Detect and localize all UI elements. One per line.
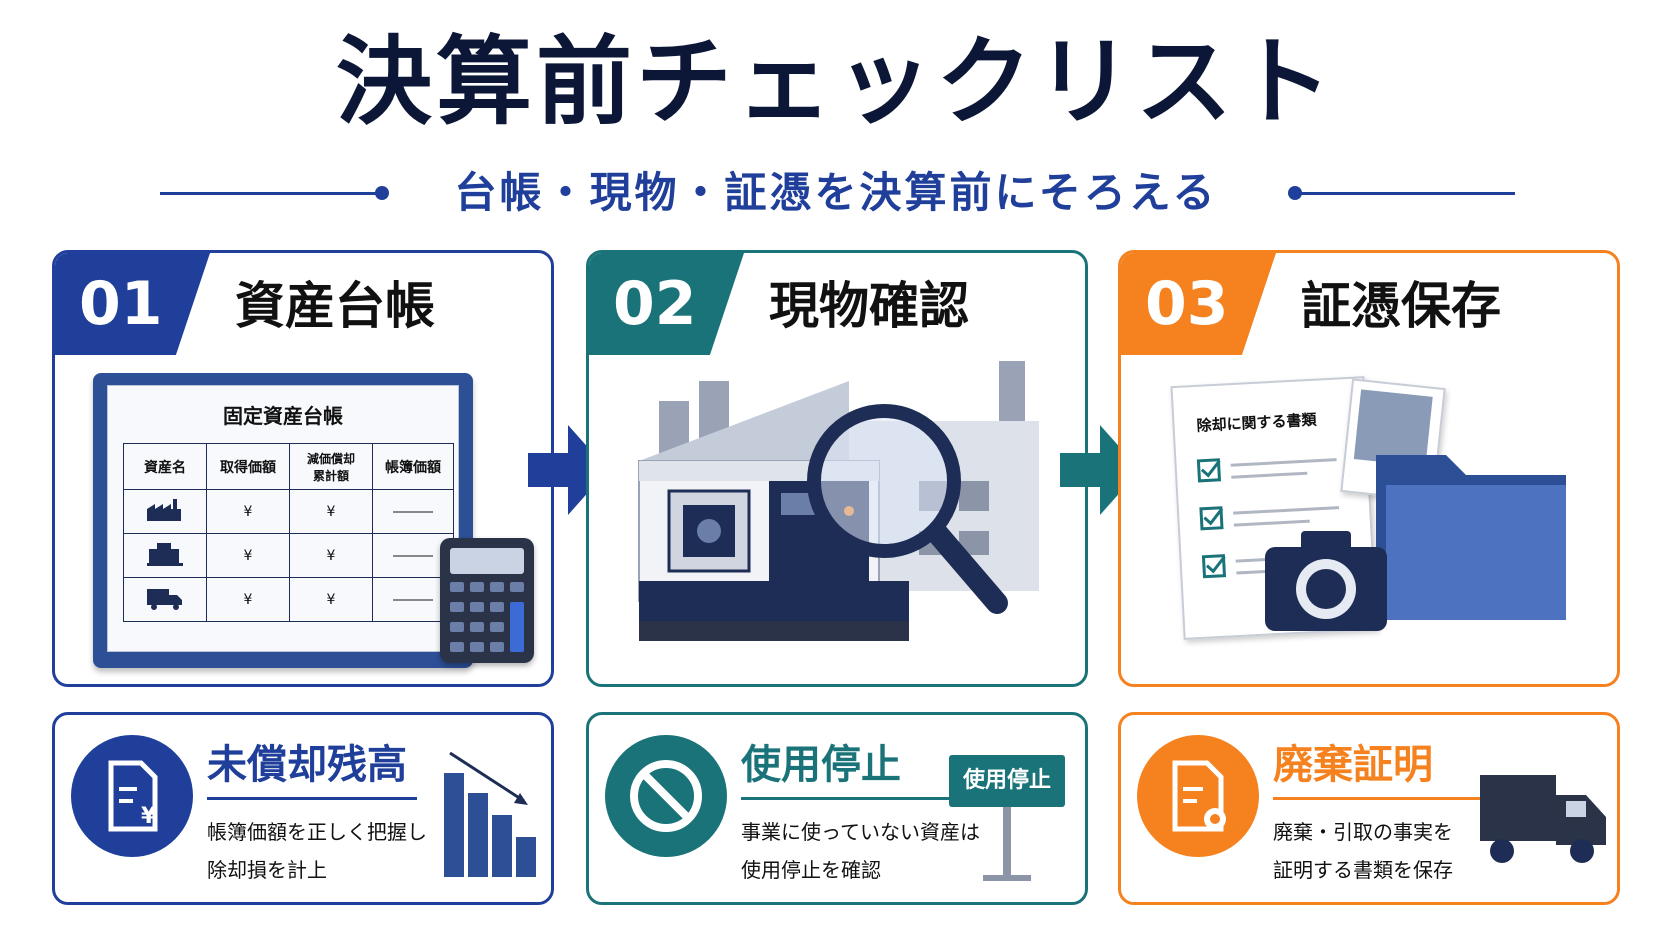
sign-post	[1003, 807, 1011, 877]
machine-icon	[123, 533, 207, 578]
step-card-ledger: 01 資産台帳 固定資産台帳 資産名 取得価額 減価償却 累計額 帳簿価額 ¥ …	[52, 250, 554, 687]
suspension-sign: 使用停止	[949, 755, 1065, 807]
step-heading: 現物確認	[769, 277, 969, 335]
step-card-inspection: 02 現物確認	[586, 250, 1088, 687]
subtitle-line-left	[160, 192, 380, 195]
ledger-cell-acq: ¥	[206, 577, 290, 622]
ledger-col-asset: 資産名	[123, 443, 207, 490]
truck-icon	[1480, 775, 1606, 863]
step-heading: 証憑保存	[1301, 277, 1501, 335]
point-title: 使用停止	[741, 742, 901, 788]
point-divider	[1273, 797, 1483, 800]
ledger-table: 資産名 取得価額 減価償却 累計額 帳簿価額 ¥ ¥ ¥ ¥ ¥ ¥	[123, 443, 454, 622]
ledger-cell-dep: ¥	[289, 533, 373, 578]
point-divider	[741, 797, 951, 800]
table-row: ¥ ¥	[123, 577, 454, 622]
step-number: 03	[1121, 253, 1276, 355]
declining-bar-chart-icon	[444, 751, 536, 877]
document-title: 除却に関する書類	[1196, 410, 1317, 435]
factory-icon	[123, 489, 207, 534]
sign-text: 使用停止	[962, 768, 1051, 793]
ledger-cell-acq: ¥	[206, 489, 290, 534]
camera-icon	[1265, 531, 1387, 631]
point-description: 廃棄・引取の事実を 証明する書類を保存	[1273, 820, 1453, 882]
page-subtitle: 台帳・現物・証憑を決算前にそろえる	[454, 168, 1218, 217]
subtitle-dot-left	[375, 186, 389, 200]
subtitle-dot-right	[1288, 186, 1302, 200]
ledger-col-acquisition: 取得価額	[206, 443, 290, 490]
certificate-icon	[1137, 735, 1259, 857]
point-card-disposal: 廃棄証明 廃棄・引取の事実を 証明する書類を保存	[1118, 712, 1620, 905]
step-number: 02	[589, 253, 744, 355]
checklist-icon	[1196, 458, 1342, 579]
step-number: 01	[55, 253, 210, 355]
folder-icon	[1376, 455, 1566, 620]
prohibited-icon	[605, 735, 727, 857]
point-title: 廃棄証明	[1273, 742, 1433, 788]
table-row: ¥ ¥	[123, 533, 454, 578]
sign-base	[983, 875, 1031, 881]
subtitle-line-right	[1300, 192, 1515, 195]
step-heading: 資産台帳	[235, 277, 435, 335]
factory-machine-illustration	[638, 361, 1039, 641]
document-yen-icon: ¥	[71, 735, 193, 857]
table-row: ¥ ¥	[123, 489, 454, 534]
point-divider	[207, 797, 417, 800]
page-title: 決算前チェックリスト	[336, 26, 1336, 138]
step-card-documents: 03 証憑保存 除却に関する書類	[1118, 250, 1620, 687]
ledger-cell-acq: ¥	[206, 533, 290, 578]
point-description: 事業に使っていない資産は 使用停止を確認	[741, 820, 980, 882]
svg-text:¥: ¥	[141, 804, 157, 829]
ledger-col-depreciation: 減価償却 累計額	[289, 443, 373, 490]
point-description: 帳簿価額を正しく把握し 除却損を計上	[207, 820, 427, 882]
truck-icon	[123, 577, 207, 622]
point-card-unamortized: ¥ 未償却残高 帳簿価額を正しく把握し 除却損を計上	[52, 712, 554, 905]
ledger-title: 固定資産台帳	[223, 404, 343, 428]
ledger-cell-dep: ¥	[289, 489, 373, 534]
ledger-col-book-value: 帳簿価額	[372, 443, 454, 490]
document-paper: 除却に関する書類	[1170, 376, 1378, 640]
calculator-icon	[440, 538, 534, 663]
point-card-suspension: 使用停止 事業に使っていない資産は 使用停止を確認 使用停止	[586, 712, 1088, 905]
ledger-cell-dep: ¥	[289, 577, 373, 622]
point-title: 未償却残高	[207, 742, 407, 788]
